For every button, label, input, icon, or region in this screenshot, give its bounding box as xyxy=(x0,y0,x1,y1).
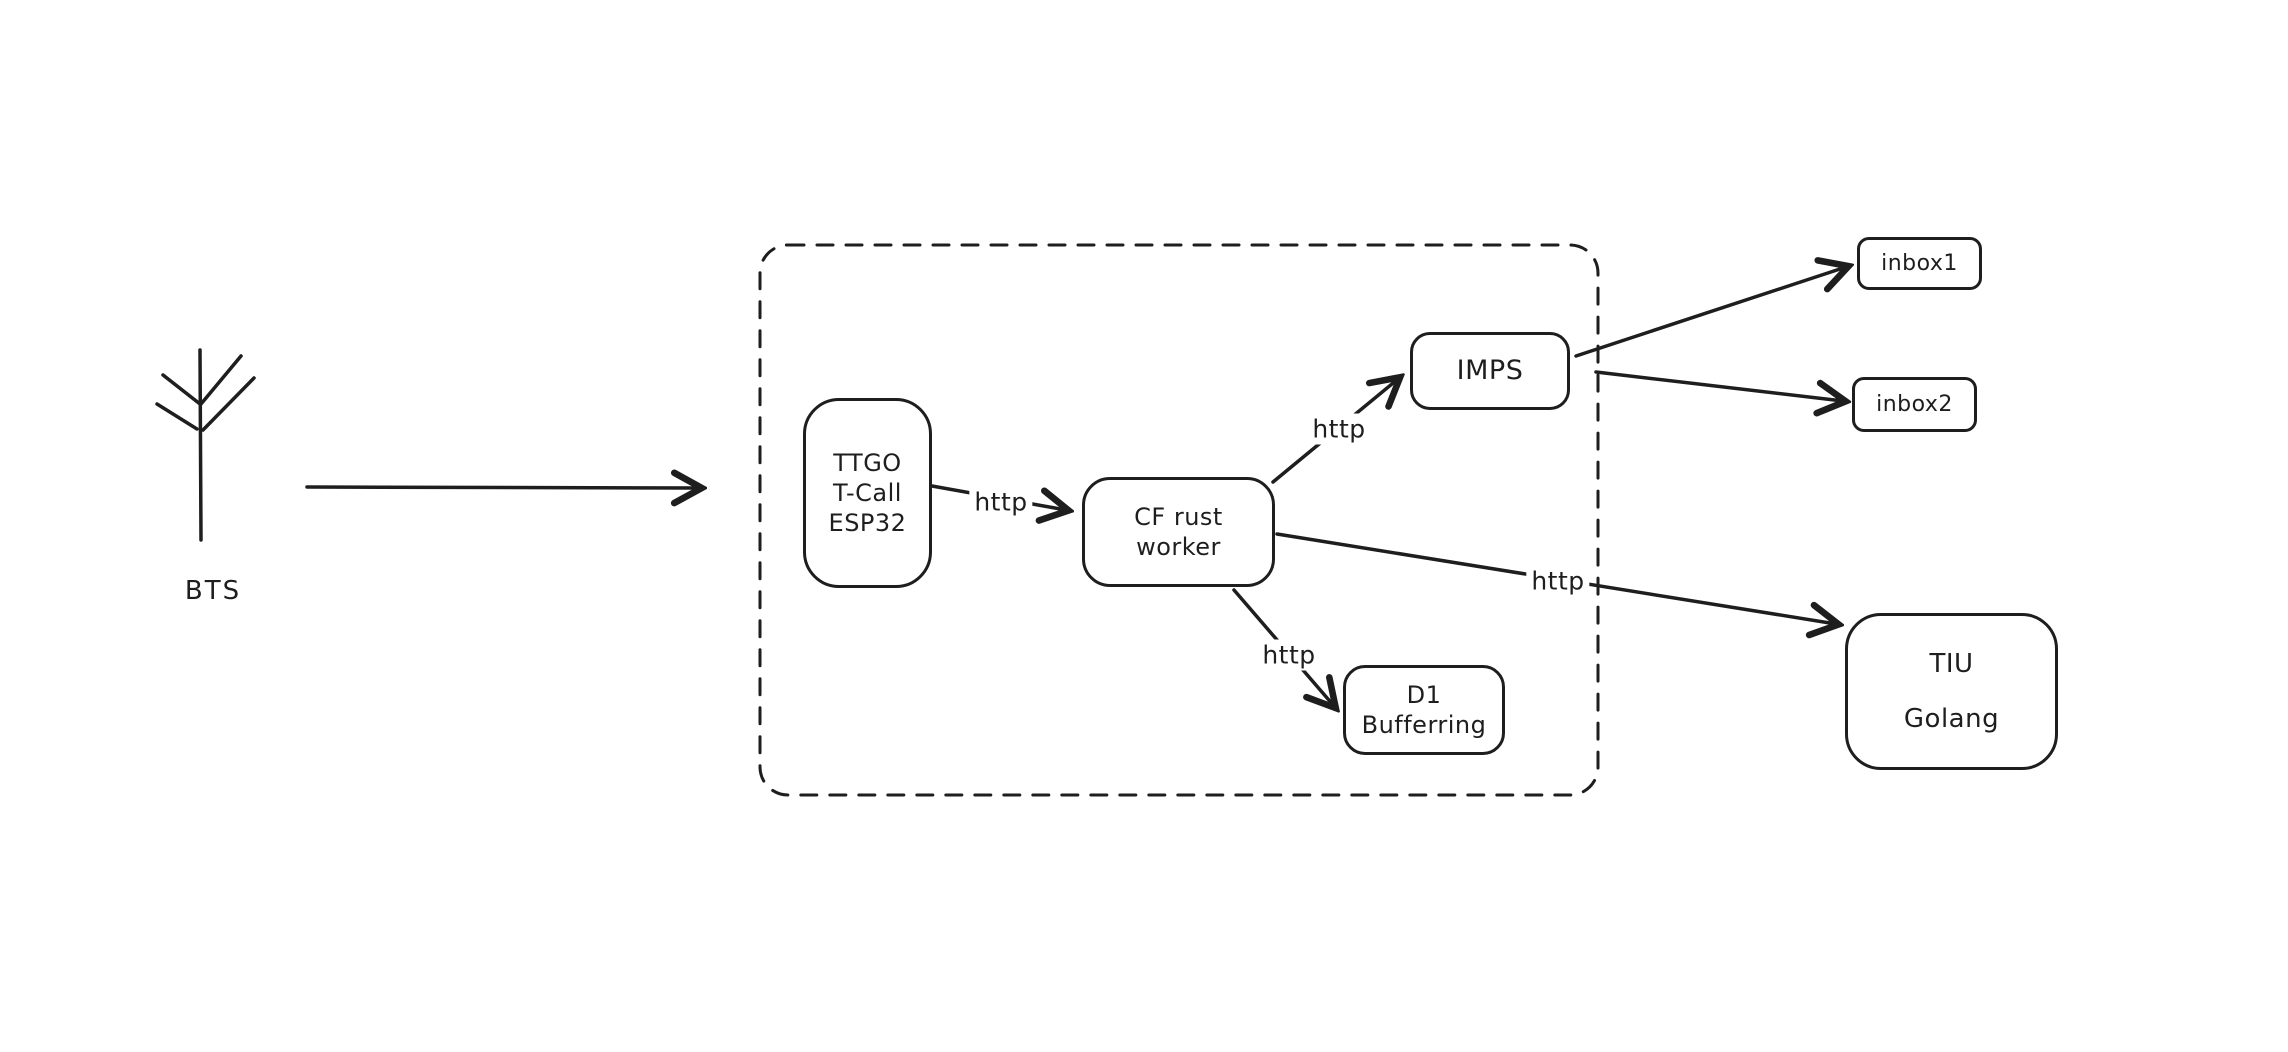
cloud-boundary-frame[interactable] xyxy=(758,243,1600,797)
edge-label-http-cf-imps: http xyxy=(1307,413,1371,445)
node-ttgo-esp32[interactable]: TTGO T-Call ESP32 xyxy=(803,398,932,588)
node-d1-line2: Bufferring xyxy=(1361,711,1487,739)
node-imps[interactable]: IMPS xyxy=(1410,332,1570,410)
antenna-icon[interactable] xyxy=(155,348,256,542)
edge-imps-to-inbox1[interactable] xyxy=(1574,267,1846,358)
node-cf-rust-worker[interactable]: CF rust worker xyxy=(1082,477,1275,587)
node-imps-label: IMPS xyxy=(1456,355,1524,387)
node-inbox2-label: inbox2 xyxy=(1876,391,1953,417)
node-ttgo-line1: TTGO xyxy=(833,449,902,477)
node-cf-line2: worker xyxy=(1136,533,1221,561)
node-inbox1[interactable]: inbox1 xyxy=(1857,237,1982,290)
node-tiu-line2: Golang xyxy=(1903,703,2000,734)
edge-imps-to-inbox2[interactable] xyxy=(1594,370,1843,401)
edge-label-http-cf-d1: http xyxy=(1257,639,1321,671)
node-d1-line1: D1 xyxy=(1406,681,1442,709)
node-tiu-line1: TIU xyxy=(1929,648,1974,679)
node-d1-bufferring[interactable]: D1 Bufferring xyxy=(1343,665,1505,755)
node-ttgo-line2: T-Call xyxy=(833,479,902,507)
node-inbox2[interactable]: inbox2 xyxy=(1852,377,1977,432)
edge-label-http-cf-tiu: http xyxy=(1526,565,1590,597)
bts-label: BTS xyxy=(184,576,242,606)
node-tiu-golang[interactable]: TIU Golang xyxy=(1845,613,2058,770)
edge-bts-to-boundary[interactable] xyxy=(305,487,699,488)
node-cf-line1: CF rust xyxy=(1134,503,1223,531)
node-ttgo-line3: ESP32 xyxy=(828,509,907,537)
node-inbox1-label: inbox1 xyxy=(1881,250,1958,276)
edge-label-http-ttgo-cf: http xyxy=(969,486,1033,518)
